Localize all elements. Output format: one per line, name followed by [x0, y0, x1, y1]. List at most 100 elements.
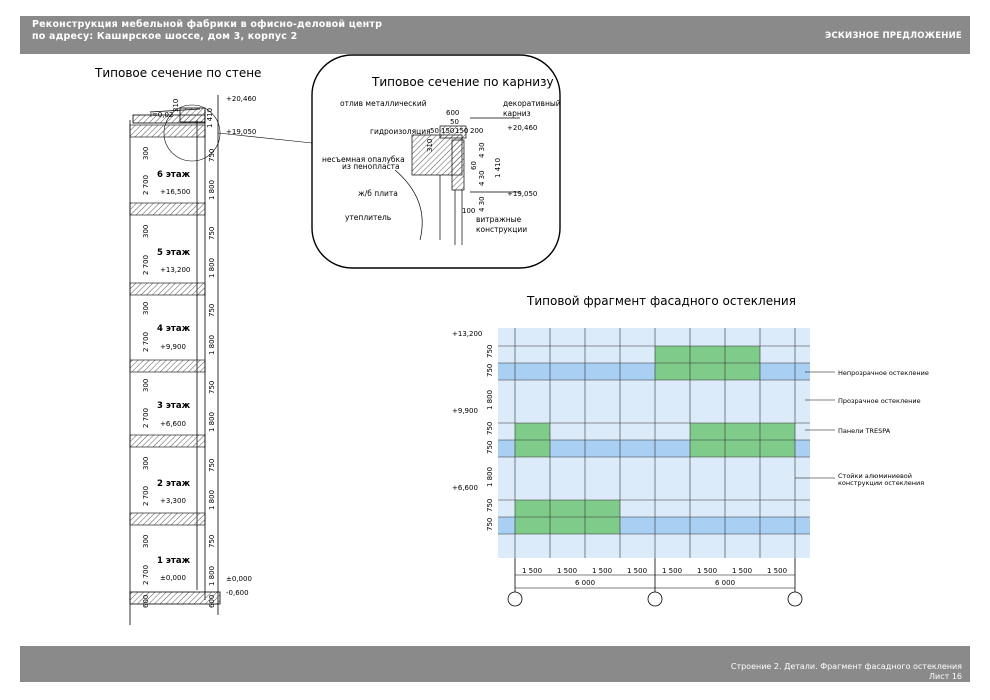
- floor-label: 6 этаж: [157, 170, 191, 180]
- level-mark: +3,300: [160, 497, 186, 505]
- dim-text: 310: [172, 99, 180, 112]
- dim-text: 750: [208, 149, 216, 162]
- level-mark: +13,200: [160, 266, 190, 274]
- project-title-line1: Реконструкция мебельной фабрики в офисно…: [32, 19, 383, 30]
- dim-text: 600: [142, 595, 150, 608]
- sheet-title: Строение 2. Детали. Фрагмент фасадного о…: [730, 662, 962, 671]
- facade-grid: [498, 328, 810, 558]
- floor-label: 1 этаж: [157, 556, 191, 566]
- label-waterproofing: гидроизоляция: [370, 127, 431, 136]
- dim-text: 1 500: [592, 567, 612, 575]
- level-mark: ±0,000: [160, 574, 186, 582]
- floor-label: 2 этаж: [157, 479, 191, 489]
- dim-text: 1 800: [208, 412, 216, 432]
- dim-text: 1 410: [206, 108, 214, 128]
- axis-bubble: [647, 591, 663, 607]
- axis-bubble: [507, 591, 523, 607]
- opaque-band: [498, 363, 810, 380]
- label-slab: ж/б плита: [358, 189, 398, 198]
- facade-title: Типовой фрагмент фасадного остекления: [526, 294, 796, 308]
- dim-text: 1 500: [767, 567, 787, 575]
- dim-text: 1 800: [486, 467, 494, 487]
- level-mark: +6,600: [452, 484, 478, 492]
- label-glazing-2: конструкции: [476, 225, 527, 234]
- dim-text: 50: [450, 118, 459, 126]
- cornice-detail-title: Типовое сечение по карнизу: [371, 75, 554, 89]
- dim-text: 2 700: [142, 255, 150, 275]
- dim-text: 1 800: [208, 258, 216, 278]
- cornice-labels: отлив металлический гидроизоляция несъем…: [322, 99, 561, 234]
- dim-text: 600: [208, 595, 216, 608]
- dim-text: 1 410: [494, 158, 502, 178]
- dim-text: 50: [430, 127, 439, 135]
- dim-text: 750: [208, 227, 216, 240]
- cornice-dimensions: 600 50 50 150 150 200 310 4 30 4 30 4 30…: [426, 109, 537, 215]
- dim-text: 1 500: [662, 567, 682, 575]
- level-mark: -0,600: [226, 589, 249, 597]
- floor-label: 5 этаж: [157, 248, 191, 258]
- dim-text: 1 800: [208, 335, 216, 355]
- dim-text: 1 500: [697, 567, 717, 575]
- dim-text: 310: [426, 139, 434, 152]
- dim-text: 1 500: [627, 567, 647, 575]
- dim-text: 750: [486, 345, 494, 358]
- legend-transparent: Прозрачное остекление: [838, 397, 921, 405]
- dim-text: 750: [208, 304, 216, 317]
- sheet-number: Лист 16: [929, 672, 962, 681]
- dim-text: 2 700: [142, 332, 150, 352]
- dim-text: 750: [486, 518, 494, 531]
- facade-col-dims: 1 500 1 500 1 500 1 500 1 500 1 500 1 50…: [515, 567, 795, 589]
- dim-text: 750: [486, 364, 494, 377]
- dim-text: 1 500: [522, 567, 542, 575]
- label-decor: декоративный: [503, 99, 561, 108]
- dim-text: 300: [142, 225, 150, 238]
- dim-text: 1 500: [557, 567, 577, 575]
- dim-text: 1 800: [486, 390, 494, 410]
- dim-text: 6 000: [575, 579, 595, 587]
- cornice-detail-drawing: [394, 117, 520, 245]
- dim-text: 150: [441, 127, 454, 135]
- floor-label: 4 этаж: [157, 324, 191, 334]
- dim-text: 2 700: [142, 175, 150, 195]
- dim-text: 300: [142, 457, 150, 470]
- footer-bar: Строение 2. Детали. Фрагмент фасадного о…: [20, 646, 970, 682]
- dim-text: 300: [142, 535, 150, 548]
- dim-text: 750: [208, 535, 216, 548]
- dim-text: 60: [470, 161, 478, 170]
- dim-text: 1 800: [208, 566, 216, 586]
- facade-row-dims: 750 750 1 800 750 750 1 800 750 750: [486, 345, 494, 531]
- wall-dimensions: 1 410 310 300 2 700 300 2 700 300 2 700 …: [142, 99, 216, 608]
- dim-text: 600: [446, 109, 459, 117]
- dim-text: 300: [142, 147, 150, 160]
- dim-text: 150: [455, 127, 468, 135]
- dim-text: 1 800: [208, 180, 216, 200]
- dim-text: 6 000: [715, 579, 735, 587]
- label-decor-2: карниз: [503, 109, 531, 118]
- level-mark: +20,460: [226, 95, 256, 103]
- label-glazing: витражные: [476, 215, 522, 224]
- dim-text: 1 800: [208, 490, 216, 510]
- project-title-line2: по адресу: Каширское шоссе, дом 3, корпу…: [32, 31, 298, 42]
- label-foam: из пенопласта: [342, 162, 400, 171]
- dim-text: 750: [486, 441, 494, 454]
- floor-slabs: [129, 124, 206, 526]
- dim-text: 750: [486, 422, 494, 435]
- legend-mullions-2: конструкции остекления: [838, 479, 924, 487]
- dim-text: 2 700: [142, 565, 150, 585]
- level-mark: +19,050: [507, 190, 537, 198]
- legend-trespa: Панели TRESPA: [838, 427, 891, 435]
- level-mark: ±0,000: [226, 575, 252, 583]
- label-bracket: несъемная опалубка: [322, 155, 405, 164]
- facade-legend: Непрозрачное остекление Прозрачное остек…: [795, 369, 929, 487]
- axis-bubble: [787, 591, 803, 607]
- level-mark: +16,500: [160, 188, 190, 196]
- dim-text: 4 30: [478, 196, 486, 212]
- facade-levels: +13,200 +9,900 +6,600: [452, 330, 482, 492]
- dim-text: 100: [462, 207, 475, 215]
- level-mark: +9,900: [160, 343, 186, 351]
- wall-section-title: Типовое сечение по стене: [94, 66, 261, 80]
- grid-axes: [507, 558, 803, 607]
- floor-levels: +16,500 +13,200 +9,900 +6,600 +3,300 ±0,…: [160, 188, 190, 582]
- level-mark: +6,600: [160, 420, 186, 428]
